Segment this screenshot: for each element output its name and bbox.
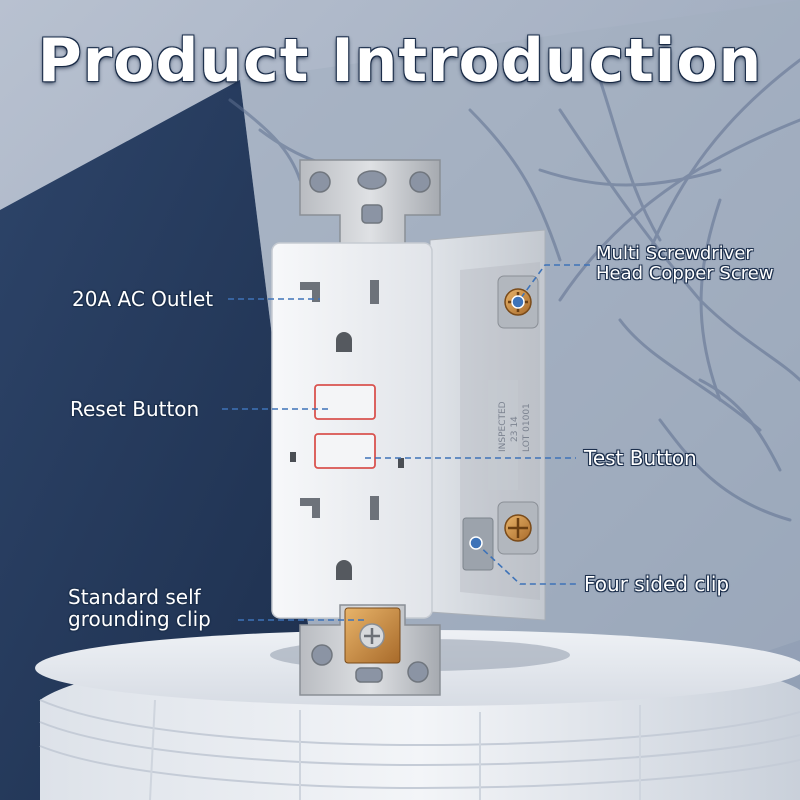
leader-dots	[469, 295, 525, 550]
label-copper-screw-line1: Multi Screwdriver	[596, 243, 753, 264]
label-reset-button: Reset Button	[70, 397, 200, 421]
top-mounting-strap	[299, 159, 441, 256]
label-four-sided-clip: Four sided clip	[584, 572, 730, 596]
label-copper-screw-line2: Head Copper Screw	[596, 263, 774, 284]
upper-outlet-slot-left	[300, 282, 320, 290]
background-dark-panel	[0, 80, 330, 800]
leader-lines	[222, 264, 590, 621]
lower-outlet-slot-right	[370, 496, 379, 520]
marking-line1: INSPECTED	[498, 401, 508, 452]
label-copper-screw: Multi Screwdriver Head Copper Screw	[596, 244, 774, 284]
marking-line2: 23 14	[510, 416, 520, 442]
page-title: Product Introduction	[37, 26, 763, 96]
upper-ground-hole	[336, 332, 352, 352]
side-copper-screw-lower	[497, 501, 539, 555]
lower-ground-hole	[336, 560, 352, 580]
marking-line3: LOT 01001	[522, 403, 532, 452]
label-grounding-clip: Standard self grounding clip	[68, 586, 211, 630]
plant-shadows	[228, 58, 800, 522]
receptacle-front	[271, 242, 433, 619]
screw-leader	[517, 264, 590, 303]
clip-leader	[475, 542, 576, 585]
upper-outlet-slot-right	[370, 280, 379, 304]
label-test-button: Test Button	[584, 446, 697, 470]
label-grounding-clip-line2: grounding clip	[68, 607, 211, 631]
test-button[interactable]	[314, 433, 376, 469]
device-markings: INSPECTED 23 14 LOT 01001	[498, 401, 532, 452]
lower-outlet-slot-left	[300, 498, 320, 506]
label-grounding-clip-line1: Standard self	[68, 585, 201, 609]
grounding-clip	[344, 607, 401, 664]
reset-button[interactable]	[314, 384, 376, 420]
label-ac-outlet: 20A AC Outlet	[72, 287, 214, 311]
